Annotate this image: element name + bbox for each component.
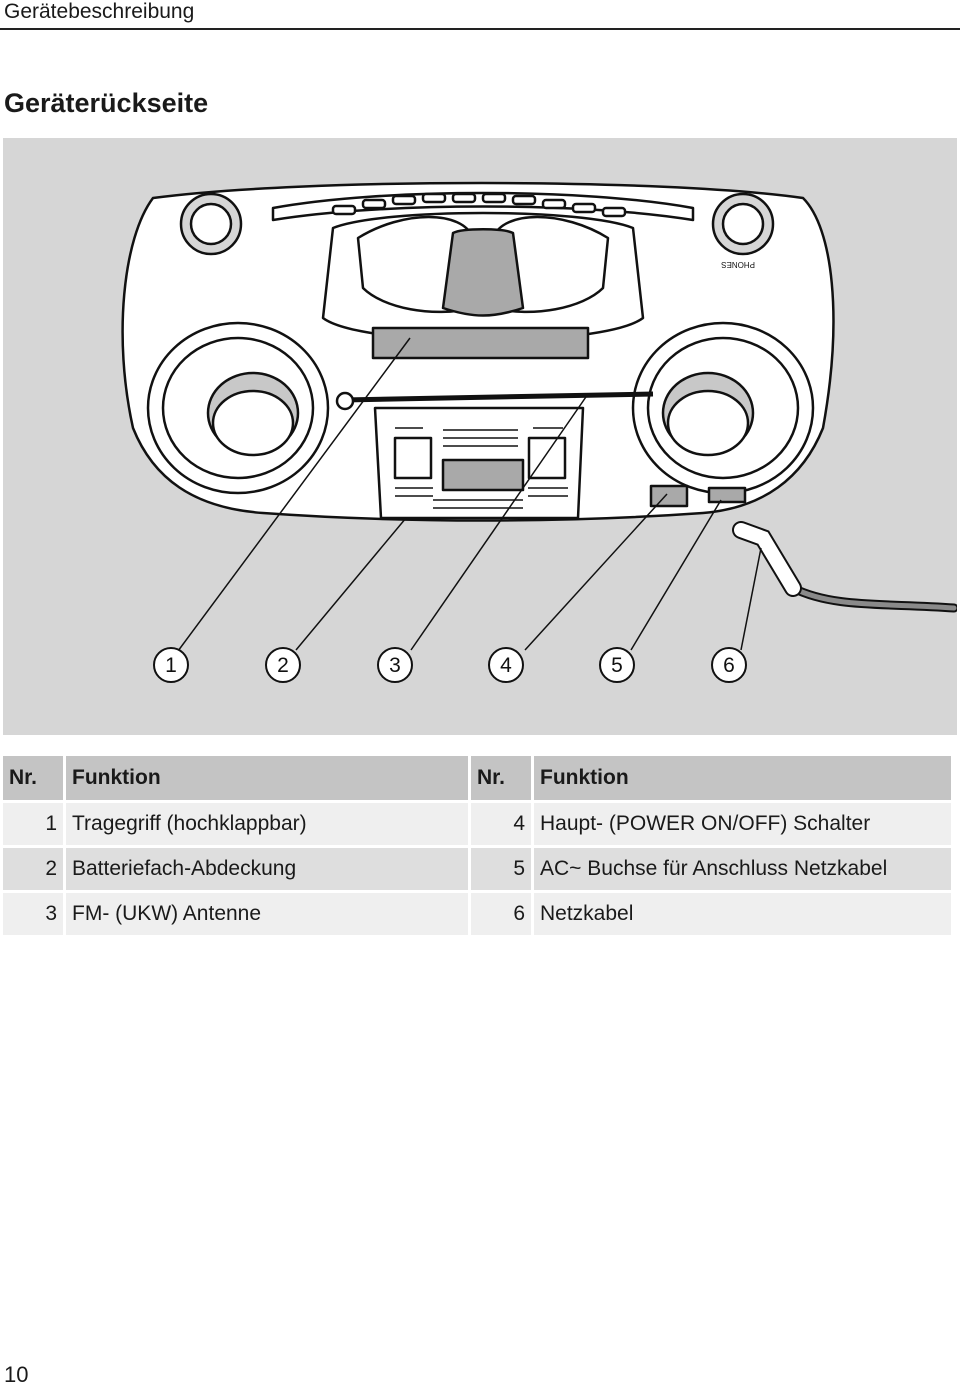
device-rear-illustration: PHONES 1 2 3 4 5 6 [3, 138, 957, 735]
item-description: AC~ Buchse für Anschluss Netzkabel [534, 848, 951, 890]
header-function: Funktion [534, 756, 951, 800]
callout-circle [599, 647, 635, 683]
leader-lines [177, 337, 762, 652]
boombox-body [121, 181, 835, 522]
item-number: 5 [471, 848, 531, 890]
table-header-row: Nr. Funktion Nr. Funktion [3, 756, 951, 800]
table-row: 1 Tragegriff (hochklappbar) 4 Haupt- (PO… [3, 803, 951, 845]
callout-circle [488, 647, 524, 683]
item-number: 4 [471, 803, 531, 845]
callout-number: 5 [611, 654, 623, 677]
power-cord [732, 521, 957, 613]
phones-label: PHONES [721, 260, 755, 269]
item-description: Haupt- (POWER ON/OFF) Schalter [534, 803, 951, 845]
callout-circle [153, 647, 189, 683]
callout-circle [711, 647, 747, 683]
item-description: Netzkabel [534, 893, 951, 935]
callout-circle [377, 647, 413, 683]
table-row: 2 Batteriefach-Abdeckung 5 AC~ Buchse fü… [3, 848, 951, 890]
callout-number: 1 [165, 654, 177, 677]
item-number: 1 [3, 803, 63, 845]
callout-number: 6 [723, 654, 735, 677]
page-title: Geräterückseite [4, 88, 209, 118]
callout-number: 4 [500, 654, 512, 677]
callouts [153, 647, 747, 683]
item-number: 2 [3, 848, 63, 890]
header-nr: Nr. [3, 756, 63, 800]
function-table: Nr. Funktion Nr. Funktion 1 Tragegriff (… [0, 753, 954, 938]
table-row: 3 FM- (UKW) Antenne 6 Netzkabel [3, 893, 951, 935]
callout-circle [265, 647, 301, 683]
item-number: 3 [3, 893, 63, 935]
header-nr: Nr. [471, 756, 531, 800]
item-description: Batteriefach-Abdeckung [66, 848, 468, 890]
item-description: Tragegriff (hochklappbar) [66, 803, 468, 845]
item-description: FM- (UKW) Antenne [66, 893, 468, 935]
callout-number: 3 [389, 654, 401, 677]
header-divider [0, 28, 960, 30]
item-number: 6 [471, 893, 531, 935]
header-function: Funktion [66, 756, 468, 800]
section-header: Gerätebeschreibung [4, 0, 195, 23]
page-number: 10 [4, 1362, 29, 1387]
callout-number: 2 [277, 654, 289, 677]
